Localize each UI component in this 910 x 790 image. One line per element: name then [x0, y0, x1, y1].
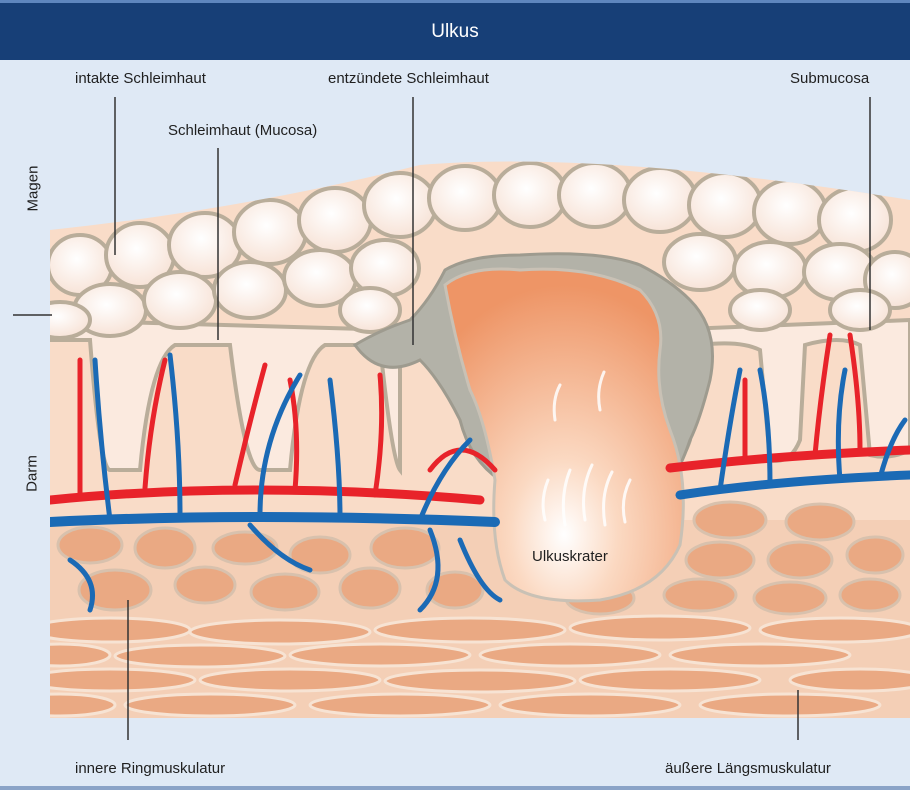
label-inflamed-mucosa: entzündete Schleimhaut: [328, 70, 489, 87]
label-outer-muscle: äußere Längsmuskulatur: [665, 760, 831, 777]
label-submucosa: Submucosa: [790, 70, 869, 87]
side-label-stomach: Magen: [25, 164, 42, 214]
bottom-rule: [0, 786, 910, 790]
label-mucosa: Schleimhaut (Mucosa): [168, 122, 317, 139]
tissue-layers: [5, 150, 910, 720]
label-ulcer-crater: Ulkuskrater: [532, 548, 608, 565]
label-inner-muscle: innere Ringmuskulatur: [75, 760, 225, 777]
label-intact-mucosa: intakte Schleimhaut: [75, 70, 206, 87]
side-label-intestine: Darm: [24, 454, 41, 494]
